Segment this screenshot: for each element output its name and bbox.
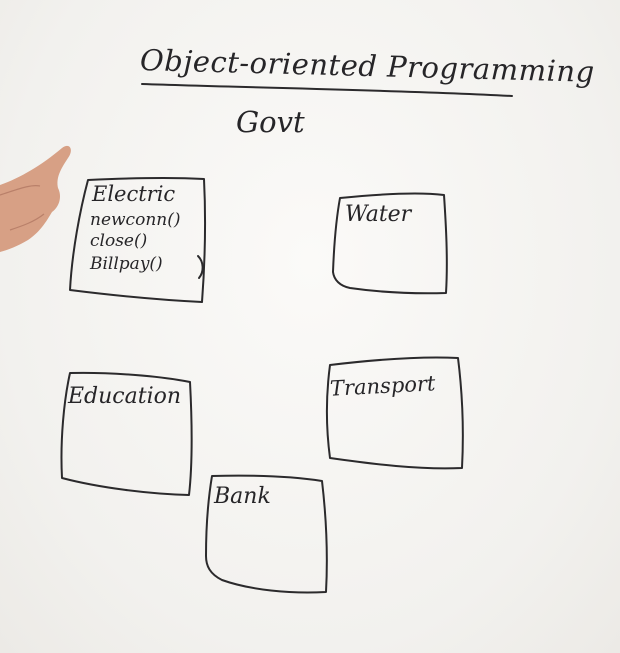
electric-method-billpay: Billpay() — [90, 254, 163, 274]
hand-pointing — [0, 145, 71, 252]
bank-label: Bank — [214, 484, 271, 509]
electric-method-newconn: newconn() — [90, 210, 181, 230]
electric-method-close: close() — [90, 231, 148, 251]
water-box — [332, 192, 448, 295]
education-box — [60, 371, 193, 496]
transport-box — [326, 356, 464, 470]
electric-box — [69, 176, 207, 303]
title-underline — [141, 83, 513, 97]
water-label: Water — [345, 202, 412, 227]
bank-box — [205, 474, 328, 594]
education-label: Education — [68, 384, 182, 409]
transport-label: Transport — [329, 371, 436, 401]
electric-brace — [197, 255, 204, 279]
board-subtitle: Govt — [236, 105, 305, 139]
electric-label: Electric — [92, 182, 176, 206]
